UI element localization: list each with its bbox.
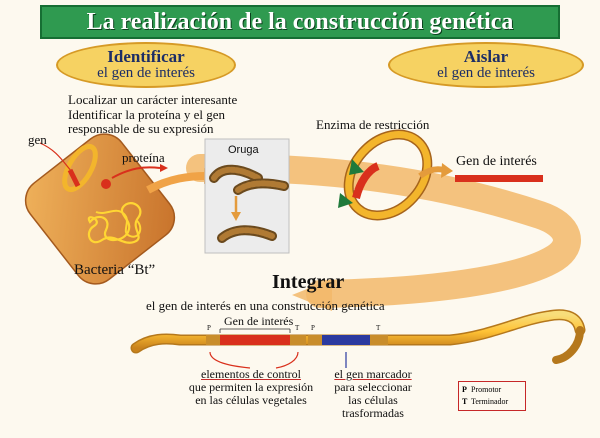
control-elements-line: en las células vegetales (195, 393, 307, 407)
restriction-enzyme-triangle-icon (349, 159, 364, 175)
protein-dot-icon (101, 179, 111, 189)
title-banner: La realización de la construcción genéti… (40, 5, 560, 39)
flow-arrow-to-gene (418, 163, 453, 179)
step-identify-oval: Identificar el gen de interés (56, 42, 236, 88)
protein-label: proteína (122, 150, 165, 165)
control-elements-line: que permiten la expresión (188, 380, 314, 394)
caterpillar-panel (204, 138, 290, 254)
gene-leader-line (39, 142, 73, 173)
identify-description-line: Localizar un carácter interesante (68, 92, 238, 107)
legend-promoter-label: Promotor (471, 385, 502, 394)
genetic-construct (130, 309, 586, 364)
step-isolate-oval: Aislar el gen de interés (388, 42, 584, 88)
marker-gene-line: trasformadas (342, 406, 404, 420)
restriction-enzyme-label: Enzima de restricción (316, 117, 430, 132)
marker-gene-line: las células (348, 393, 398, 407)
gene-of-interest-label: Gen de interés (456, 154, 537, 169)
identify-description-line: responsable de su expresión (68, 121, 214, 136)
plasmid-ring-icon (343, 129, 433, 221)
construct-gene-segment (220, 335, 290, 345)
marker-gene-line: para seleccionar (334, 380, 412, 394)
marker-gene-title: el gen marcador (334, 367, 412, 381)
restriction-enzyme-triangle-icon (338, 193, 353, 208)
marker-gene-segment (322, 335, 370, 345)
identify-description: Localizar un carácter interesante Identi… (68, 92, 238, 137)
step-integrate-subtitle: el gen de interés en una construcción ge… (146, 298, 385, 313)
terminator-mark: T (295, 324, 300, 332)
gene-label: gen (28, 132, 47, 147)
bacteria-label: Bacteria “Bt” (74, 262, 156, 278)
isolated-gene-segment (455, 175, 543, 182)
promoter-segment-2 (308, 335, 322, 345)
step-integrate-heading: Integrar (272, 271, 345, 293)
legend-terminator-key: T (462, 397, 468, 406)
pathway-arrow (186, 153, 581, 311)
control-bracket-left (209, 351, 251, 369)
control-elements-title: elementos de control (201, 367, 301, 381)
terminator-segment-2 (370, 335, 388, 345)
step-isolate-subtitle: el gen de interés (437, 64, 535, 81)
construct-gene-label: Gen de interés (224, 314, 294, 328)
legend-promoter-key: P (462, 385, 467, 394)
terminator-segment-1 (290, 335, 306, 345)
caterpillar-icon (209, 164, 289, 243)
step-identify-subtitle: el gen de interés (97, 64, 195, 81)
protein-arrow (111, 164, 168, 179)
control-elements-caption: elementos de control que permiten la exp… (176, 368, 326, 407)
step-identify-title: Identificar (107, 47, 185, 66)
promoter-mark: P (311, 324, 315, 332)
legend-terminator-label: Terminador (471, 397, 509, 406)
marker-gene-caption: el gen marcador para seleccionar las cél… (318, 368, 428, 420)
step-isolate-title: Aislar (463, 47, 509, 66)
caterpillar-label: Oruga (228, 144, 259, 156)
legend-promoter: P Promotor (462, 384, 522, 396)
control-bracket-right (275, 351, 299, 369)
identify-description-line: Identificar la proteína y el gen (68, 106, 226, 122)
promoter-mark: P (207, 324, 211, 332)
promoter-segment-1 (206, 335, 220, 345)
terminator-mark: T (376, 324, 381, 332)
page-title: La realización de la construcción genéti… (86, 8, 514, 35)
